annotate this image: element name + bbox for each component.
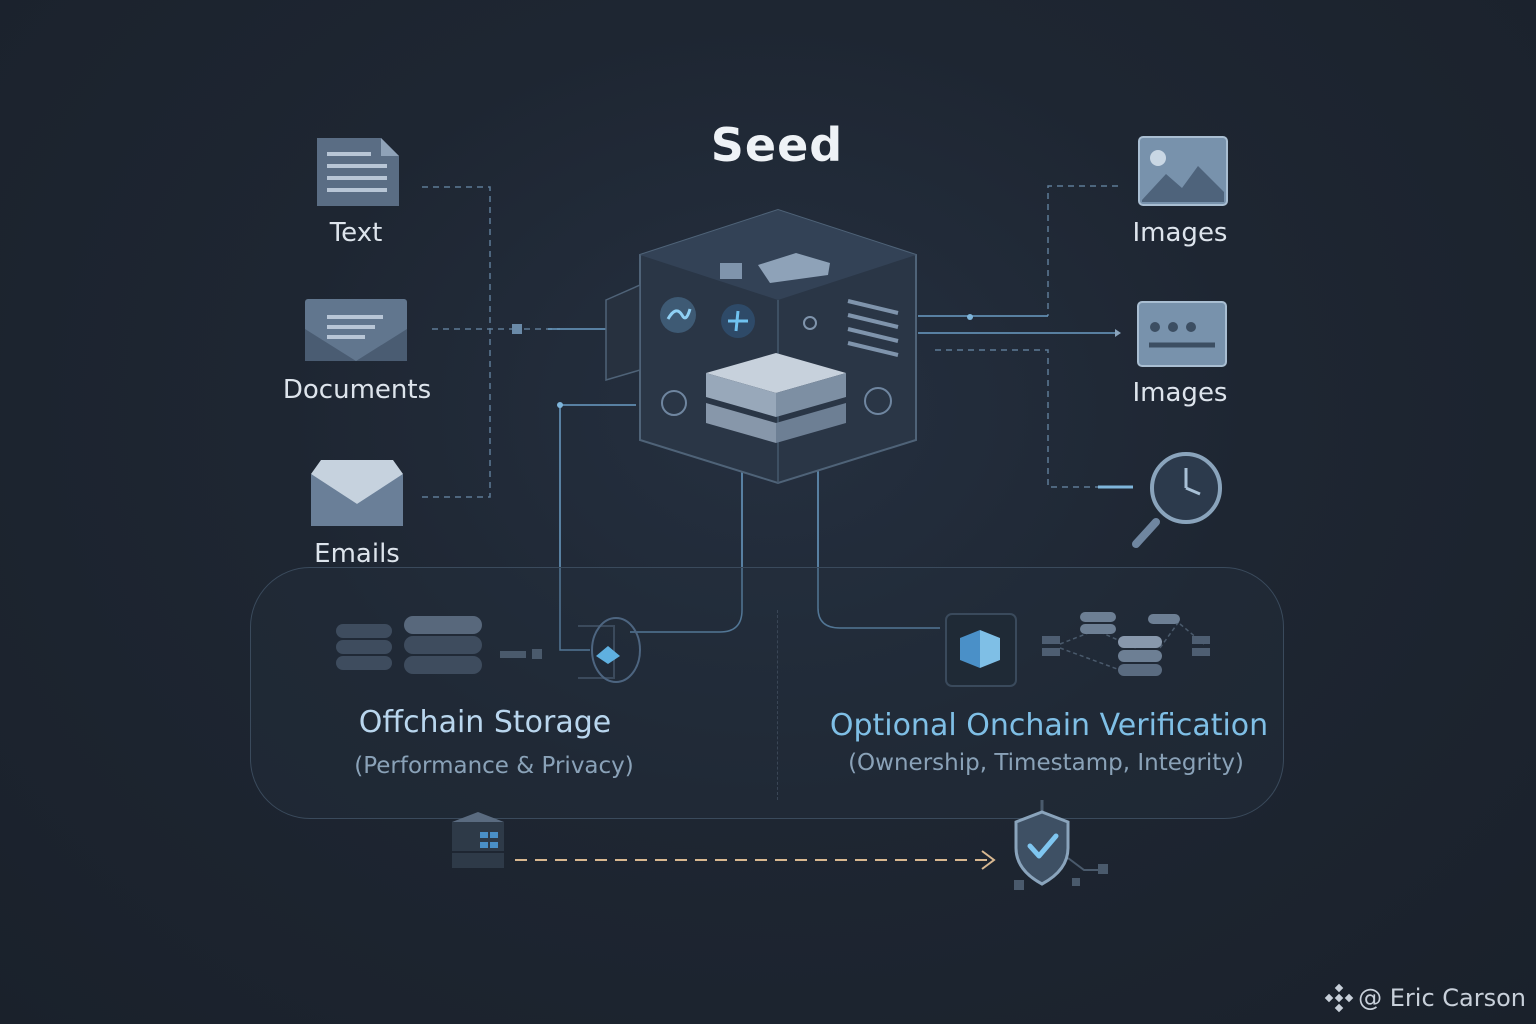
server-rack-icon	[452, 812, 504, 868]
distributed-nodes-icon	[1042, 612, 1210, 676]
panel-divider	[777, 610, 778, 800]
clock-search-icon	[1132, 452, 1222, 548]
envelope-icon	[311, 460, 403, 526]
shield-check-icon	[1014, 800, 1108, 890]
text-file-icon	[317, 138, 399, 206]
watermark: @ Eric Carson	[1324, 983, 1526, 1013]
watermark-text: @ Eric Carson	[1358, 984, 1526, 1012]
offchain-title: Offchain Storage	[358, 705, 612, 740]
diamond-logo-icon	[1324, 983, 1354, 1013]
output-label-images-1: Images	[1132, 218, 1228, 248]
database-stack-icon	[336, 616, 482, 674]
input-label-documents: Documents	[282, 375, 432, 405]
offchain-subtitle: (Performance & Privacy)	[354, 753, 634, 779]
onchain-title: Optional Onchain Verification	[829, 708, 1269, 743]
input-label-emails: Emails	[314, 539, 400, 569]
output-label-images-2: Images	[1132, 378, 1228, 408]
image-icon	[1138, 136, 1228, 206]
seed-cube	[605, 208, 917, 485]
onchain-subtitle: (Ownership, Timestamp, Integrity)	[848, 750, 1244, 776]
link-squares	[500, 649, 542, 659]
blockchain-cube-icon	[945, 613, 1017, 687]
diagram-title: Seed	[710, 118, 844, 172]
encryption-node-icon	[578, 617, 641, 683]
image-card-icon	[1137, 301, 1227, 367]
input-label-text: Text	[329, 218, 383, 248]
document-tray-icon	[305, 299, 407, 361]
storage-panel	[250, 567, 1284, 819]
